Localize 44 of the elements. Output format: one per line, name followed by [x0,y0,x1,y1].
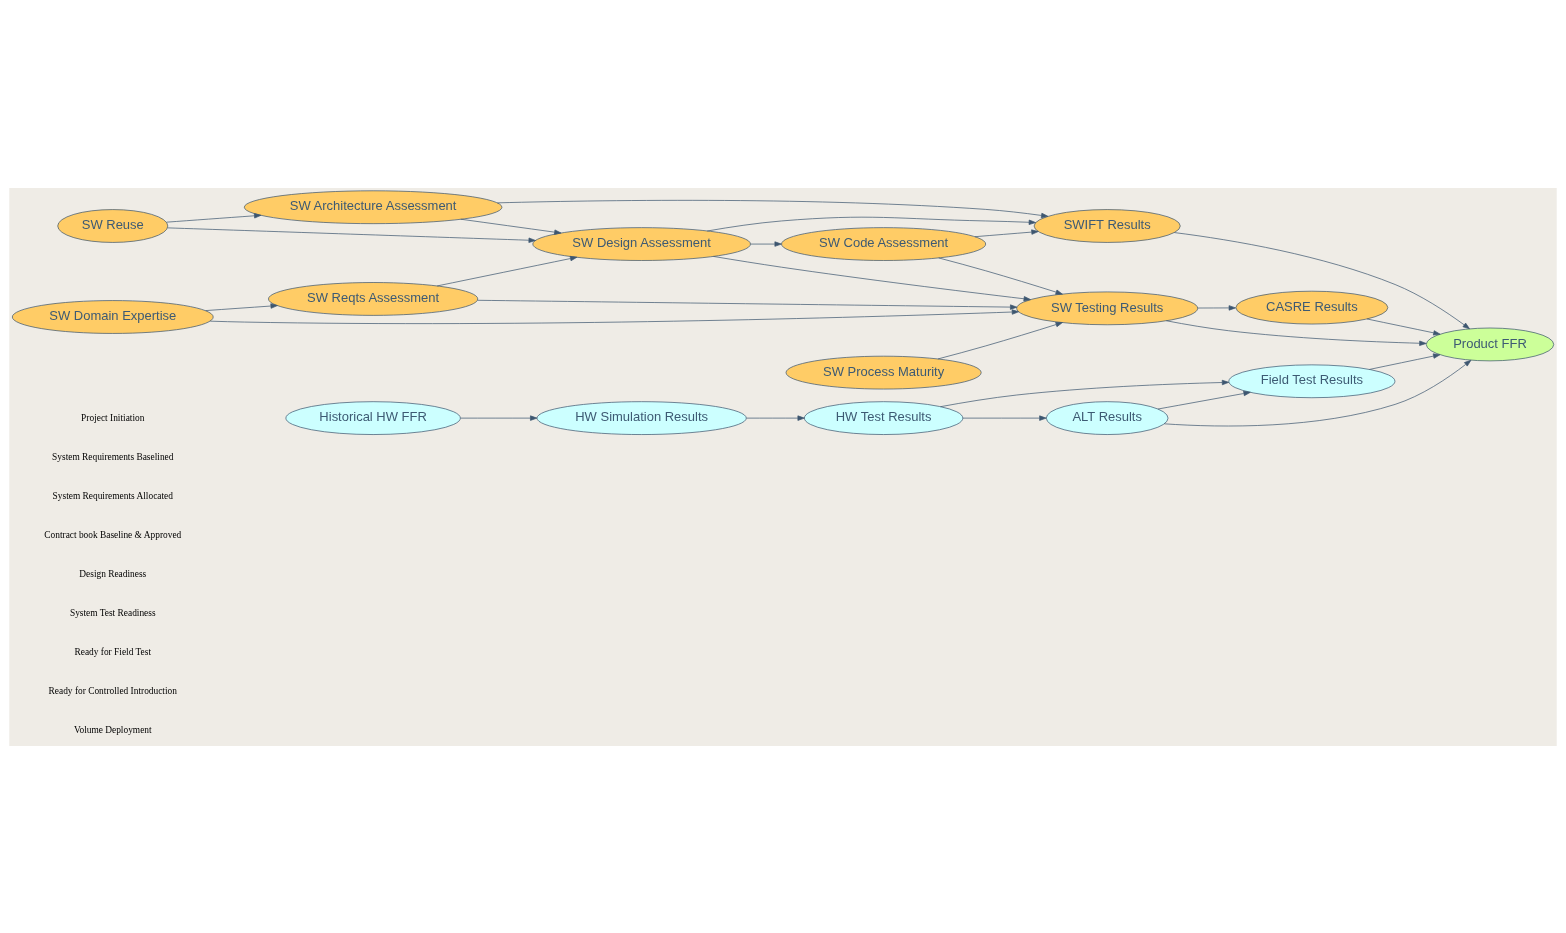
node-ellipse: HW Test Results [804,400,964,435]
arrow [167,227,536,243]
node-ellipse: Historical HW FFR [285,400,461,435]
arrow [746,414,805,421]
label: Design Readiness [79,568,147,579]
arrow [1157,390,1251,409]
arrow [940,379,1230,407]
node-ellipse: SW Domain Expertise [11,299,214,334]
node-ellipse: SW Architecture Assessment [243,189,503,224]
label: System Requirements Allocated [52,490,173,501]
node-ellipse: SW Reuse [57,208,169,243]
arrow [1163,359,1472,426]
arrow [436,255,578,286]
arrow [937,321,1063,359]
arrow [460,414,538,421]
label: Volume Deployment [73,724,152,735]
label: System Requirements Baselined [52,451,174,462]
arrow [166,212,262,223]
arrow [706,216,1036,231]
arrow [1366,318,1441,335]
label: Project Initiation [81,412,145,423]
label: Contract book Baseline & Approved [44,529,182,540]
label: System Test Readiness [69,607,156,618]
node-ellipse: ALT Results [1045,400,1169,435]
arrow [962,414,1047,421]
arrow [1165,319,1427,346]
arrow [210,308,1019,324]
label: Ready for Field Test [74,646,152,657]
arrow [750,240,782,247]
arrow [477,299,1018,310]
arrow [205,302,278,311]
node-ellipse: SW Process Maturity [785,355,982,389]
arrow [974,228,1039,237]
node-ellipse: SW Code Assessment [781,226,987,261]
node-ellipse: HW Simulation Results [536,400,747,435]
arrow [497,199,1049,218]
node-ellipse: CASRE Results [1235,290,1389,324]
arrow [938,257,1063,295]
arrow [1369,352,1441,370]
label: Ready for Controlled Introduction [48,685,177,696]
arrow [713,255,1031,301]
arrow [1174,231,1470,329]
arrow [1197,304,1236,311]
arrow [460,218,562,235]
